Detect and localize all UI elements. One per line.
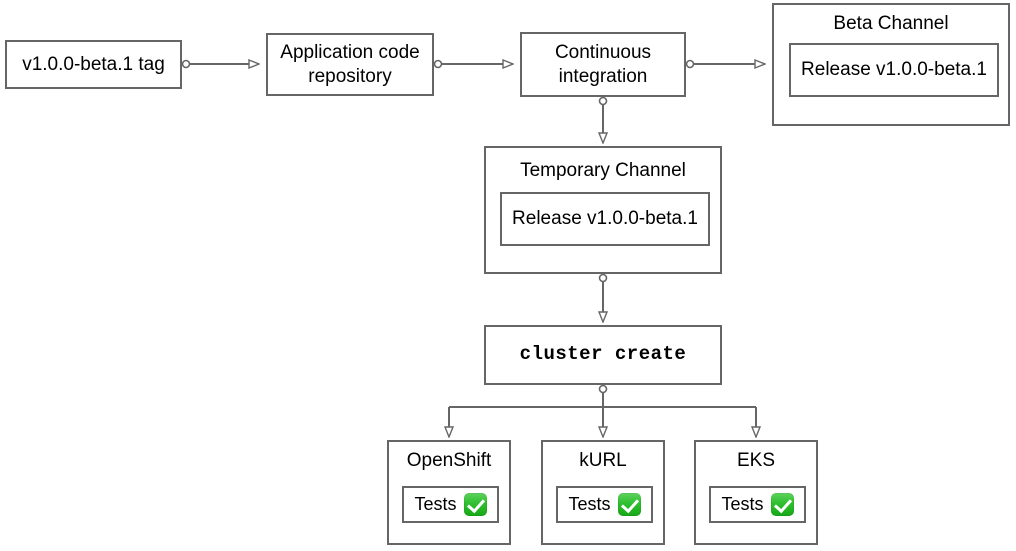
node-temporary-channel-release-label: Release v1.0.0-beta.1	[512, 208, 698, 229]
openshift-tests-content: Tests	[414, 493, 487, 516]
kurl-tests-label: Tests	[568, 494, 611, 514]
node-beta-channel[interactable]: Beta Channel Release v1.0.0-beta.1	[772, 3, 1010, 126]
node-tag-label: v1.0.0-beta.1 tag	[22, 53, 165, 75]
green-check-icon	[617, 493, 641, 516]
node-eks-tests[interactable]: Tests	[709, 486, 806, 523]
node-repository[interactable]: Application code repository	[266, 33, 434, 96]
node-cluster-create[interactable]: cluster create	[484, 325, 722, 385]
node-beta-channel-release[interactable]: Release v1.0.0-beta.1	[789, 43, 999, 97]
node-eks[interactable]: EKS Tests	[694, 440, 818, 545]
node-kurl-title: kURL	[579, 450, 627, 471]
node-beta-channel-title: Beta Channel	[833, 13, 949, 34]
edge-source-dot	[598, 273, 608, 283]
node-openshift[interactable]: OpenShift Tests	[387, 440, 511, 545]
edge-source-dot	[181, 59, 191, 69]
kurl-tests-content: Tests	[568, 493, 641, 516]
node-eks-title: EKS	[736, 450, 776, 471]
node-cluster-create-label: cluster create	[519, 343, 687, 366]
node-continuous-integration[interactable]: Continuous integration	[520, 32, 686, 97]
node-temporary-channel[interactable]: Temporary Channel Release v1.0.0-beta.1	[484, 146, 722, 274]
node-openshift-title: OpenShift	[406, 450, 492, 471]
node-temporary-channel-release[interactable]: Release v1.0.0-beta.1	[500, 192, 710, 246]
eks-tests-content: Tests	[721, 493, 794, 516]
openshift-tests-label: Tests	[414, 494, 457, 514]
edge-source-dot	[598, 96, 608, 106]
node-kurl[interactable]: kURL Tests	[541, 440, 665, 545]
eks-tests-label: Tests	[721, 494, 764, 514]
edge-cluster-create-bus	[449, 393, 756, 408]
node-repository-label: Application code repository	[280, 42, 420, 87]
green-check-icon	[770, 493, 794, 516]
green-check-icon	[463, 493, 487, 516]
node-temporary-channel-title: Temporary Channel	[520, 160, 686, 181]
node-tag[interactable]: v1.0.0-beta.1 tag	[5, 40, 182, 89]
edge-source-dot	[433, 59, 443, 69]
edge-source-dot	[598, 384, 608, 394]
edge-source-dot	[685, 59, 695, 69]
node-continuous-integration-label: Continuous integration	[554, 42, 652, 87]
node-kurl-tests[interactable]: Tests	[556, 486, 653, 523]
node-beta-channel-release-label: Release v1.0.0-beta.1	[801, 59, 987, 80]
node-openshift-tests[interactable]: Tests	[402, 486, 499, 523]
